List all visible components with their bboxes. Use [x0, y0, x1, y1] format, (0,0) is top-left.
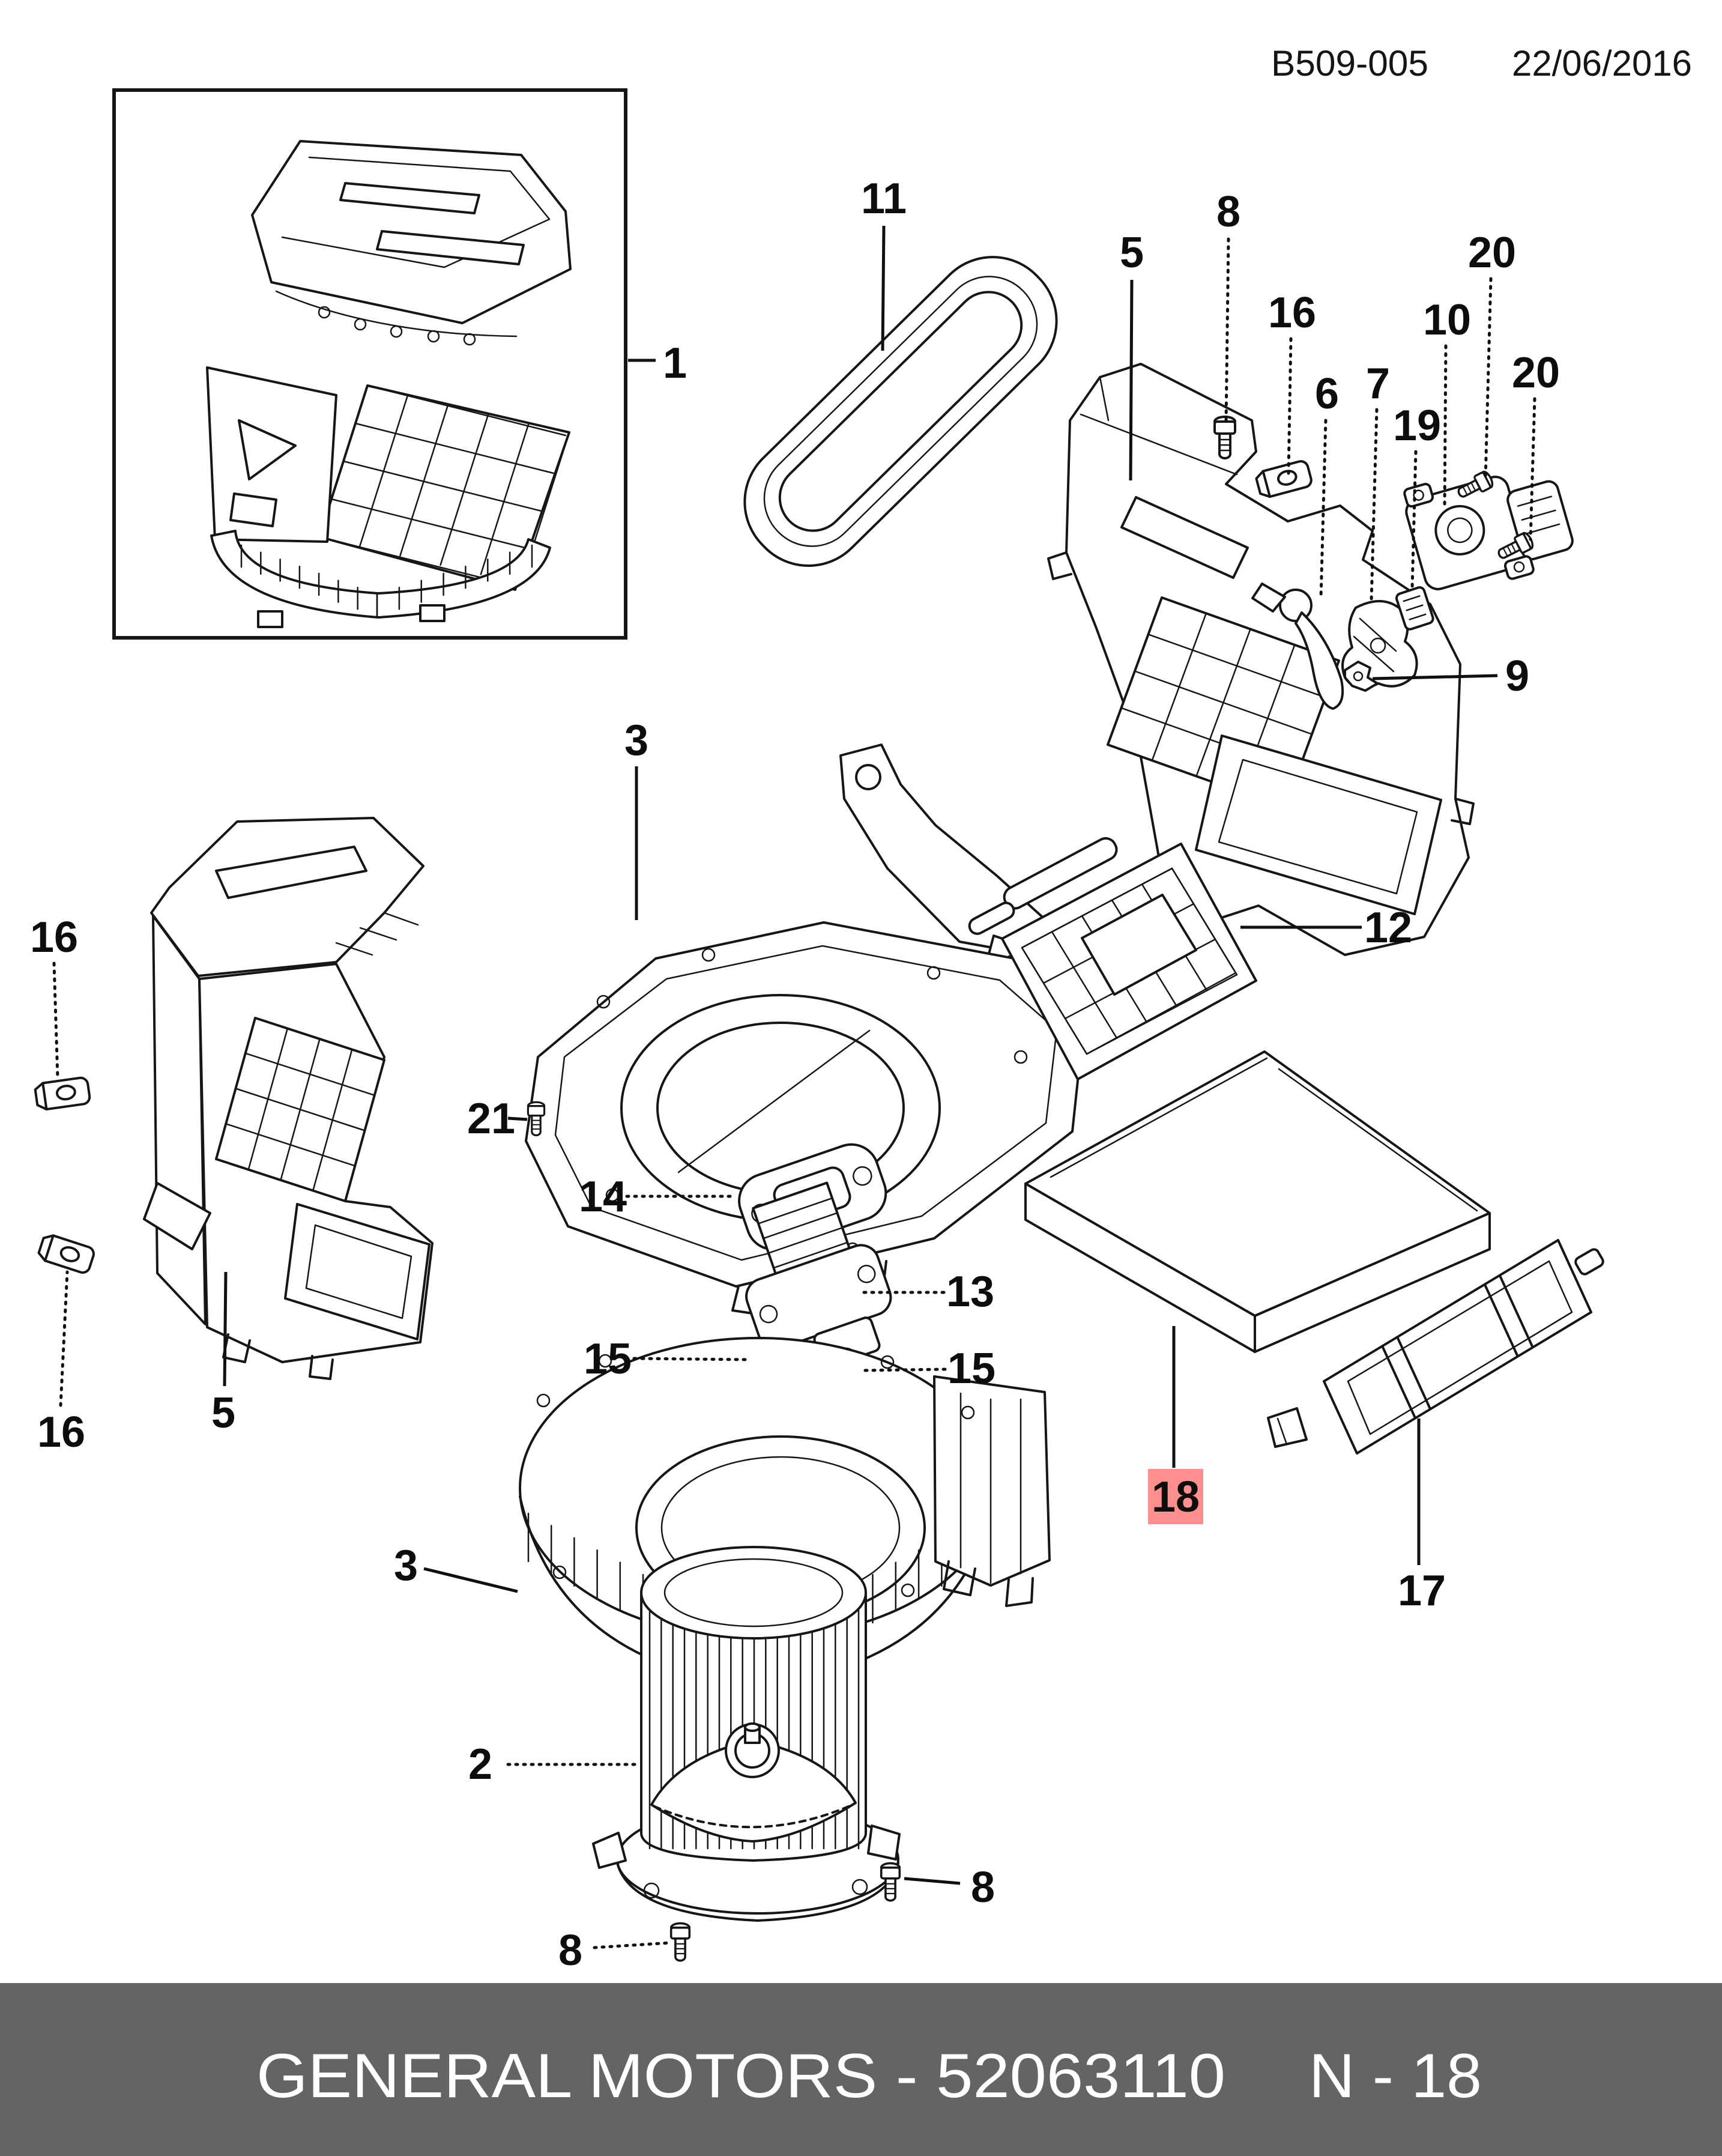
callout-leader-5 — [1129, 279, 1134, 481]
page-header: B509-005 22/06/2016 — [1271, 43, 1692, 83]
doc-reference: B509-005 — [1271, 43, 1428, 83]
callout-leader-8 — [904, 1877, 961, 1885]
callout-part-9[interactable]: 9 — [1505, 652, 1529, 700]
part-1-heater-unit-assembly — [112, 88, 627, 640]
part-16-clip-top — [1254, 458, 1314, 500]
callout-leader-16 — [52, 961, 59, 1079]
part-16-clip-left-lower — [35, 1232, 97, 1276]
part-10-actuator-motor — [1403, 476, 1574, 590]
callout-leader-10 — [1443, 344, 1448, 509]
part-5-case-lower-left — [143, 817, 434, 1380]
part-2-blower-motor-fan — [592, 1546, 901, 1922]
part-18-cabin-air-filter — [1024, 1050, 1491, 1353]
callout-part-15[interactable]: 15 — [947, 1345, 995, 1393]
callout-part-18[interactable]: 18 — [1152, 1473, 1200, 1521]
callout-part-11[interactable]: 11 — [861, 175, 907, 223]
callout-part-15[interactable]: 15 — [584, 1335, 632, 1383]
callout-part-2[interactable]: 2 — [468, 1740, 492, 1788]
part-11-sealing-strip — [743, 256, 1058, 567]
part-5-case-upper-right — [1047, 363, 1475, 956]
callout-part-16[interactable]: 16 — [37, 1408, 85, 1456]
callout-part-10[interactable]: 10 — [1423, 296, 1471, 344]
callout-leader-8 — [593, 1941, 672, 1949]
callout-part-3[interactable]: 3 — [624, 716, 648, 765]
footer-page-reference: N - 18 — [1309, 2041, 1482, 2111]
footer-bar — [0, 1983, 1722, 2156]
highlighted-part-box — [1148, 1469, 1203, 1524]
part-12-filter-frame — [968, 837, 1257, 1080]
callout-leader-15 — [859, 1367, 947, 1372]
callout-leader-5 — [223, 1271, 228, 1387]
callout-leader-19 — [1410, 450, 1418, 590]
doc-date: 22/06/2016 — [1512, 43, 1692, 83]
callout-part-5[interactable]: 5 — [211, 1389, 235, 1437]
callout-part-1[interactable]: 1 — [663, 339, 687, 387]
callout-part-20[interactable]: 20 — [1468, 229, 1516, 277]
callout-part-8[interactable]: 8 — [1216, 188, 1240, 236]
callout-part-16[interactable]: 16 — [1268, 289, 1316, 337]
callout-leader-7 — [1370, 408, 1379, 602]
callout-leader-20 — [1529, 397, 1536, 541]
part-9-clip — [1344, 661, 1379, 692]
part-16-clip-left-upper — [33, 1076, 92, 1112]
part-6-control-lever — [1251, 583, 1344, 710]
callout-part-17[interactable]: 17 — [1398, 1567, 1446, 1615]
callout-part-3[interactable]: 3 — [394, 1542, 418, 1590]
callout-leader-21 — [507, 1116, 528, 1121]
part-8-screw-bottom-left — [669, 1922, 691, 1962]
callout-part-5[interactable]: 5 — [1120, 229, 1144, 277]
callout-part-19[interactable]: 19 — [1393, 402, 1441, 450]
callout-part-8[interactable]: 8 — [558, 1927, 582, 1975]
page-footer: GENERAL MOTORS - 52063110 N - 18 — [0, 1983, 1722, 2156]
callout-part-16[interactable]: 16 — [30, 913, 78, 961]
part-17-filter-cover — [1267, 1239, 1604, 1455]
callout-leader-8 — [1224, 237, 1230, 425]
callout-part-13[interactable]: 13 — [946, 1268, 994, 1316]
callout-leader-3 — [423, 1567, 518, 1593]
callout-leader-20 — [1484, 277, 1493, 481]
callout-part-12[interactable]: 12 — [1364, 904, 1412, 952]
callout-part-20[interactable]: 20 — [1512, 349, 1560, 397]
callout-part-6[interactable]: 6 — [1315, 370, 1339, 418]
part-1-frame-box — [112, 88, 627, 640]
callout-leader-11 — [881, 225, 886, 351]
callout-part-21[interactable]: 21 — [467, 1095, 515, 1143]
callout-leader-16 — [1287, 337, 1293, 475]
callout-leader-9 — [1372, 674, 1498, 680]
callout-part-7[interactable]: 7 — [1366, 360, 1390, 408]
callout-part-14[interactable]: 14 — [579, 1173, 627, 1221]
callout-part-8[interactable]: 8 — [971, 1864, 995, 1912]
callout-leader-16 — [59, 1270, 69, 1407]
footer-brand-part-number: GENERAL MOTORS - 52063110 — [256, 2041, 1225, 2111]
callout-leader-6 — [1319, 419, 1328, 599]
part-19-link — [1395, 586, 1434, 631]
